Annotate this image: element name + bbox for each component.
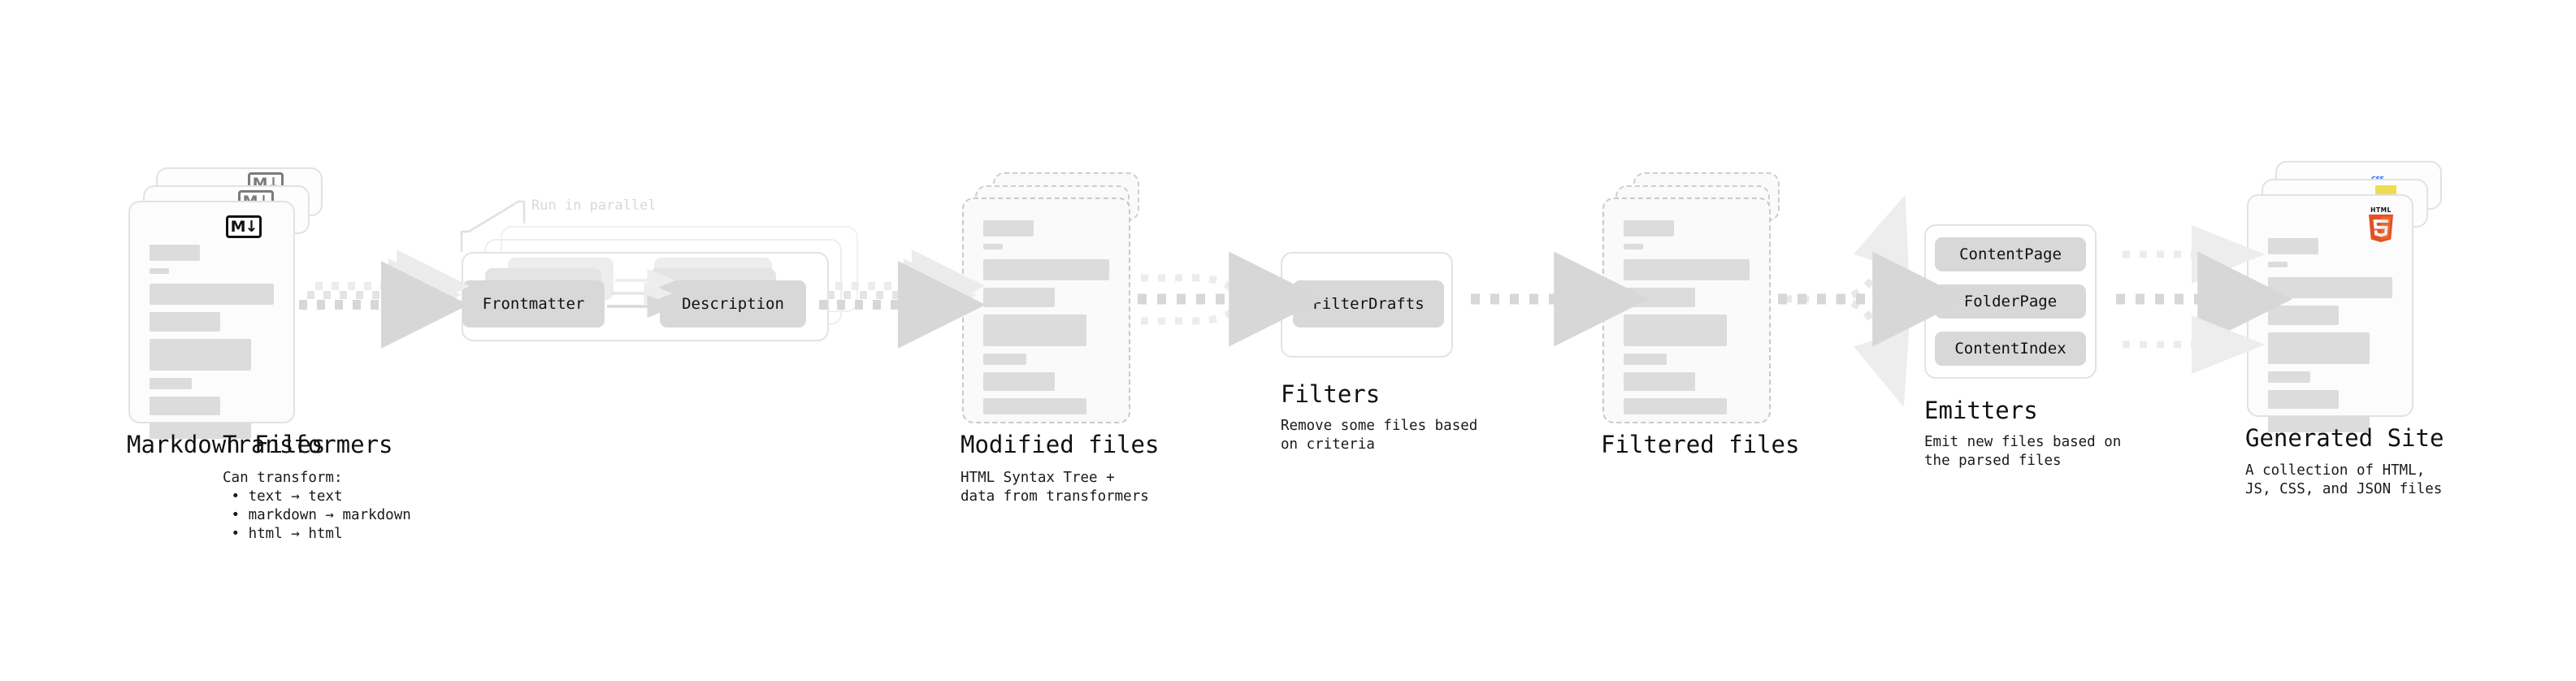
stage-subtitle-modified-files: HTML Syntax Tree + data from transformer… <box>961 470 1149 505</box>
stage-subtitle-generated-site: A collection of HTML, JS, CSS, and JSON … <box>2245 462 2443 497</box>
generated-site-card: HTML <box>2247 194 2413 432</box>
stage-title-generated-site: Generated Site <box>2245 424 2444 452</box>
emitter-item-folderpage[interactable]: FolderPage <box>1935 284 2086 319</box>
markdown-file-card: M↓ <box>128 201 295 439</box>
stage-subtitle-emitters: Emit new files based on the parsed files <box>1924 434 2122 469</box>
stage-title-filters: Filters <box>1281 380 1381 408</box>
emitter-item-label: FolderPage <box>1963 293 2058 310</box>
run-in-parallel-label: Run in parallel <box>531 197 657 214</box>
transformer-item-label: Frontmatter <box>482 295 585 313</box>
filter-item-filterdrafts[interactable]: FilterDrafts <box>1293 280 1444 327</box>
arrow-emitters-to-generated <box>2116 225 2293 374</box>
filtered-file-card <box>1602 197 1771 423</box>
skeleton-bars <box>983 220 1109 422</box>
arrow-markdown-to-transformers <box>299 249 470 349</box>
stage-subtitle-transformers: Can transform: • text → text • markdown … <box>223 470 411 542</box>
emitter-item-label: ContentIndex <box>1954 340 2066 358</box>
transformer-item-label: Description <box>682 295 784 313</box>
stage-subtitle-filters: Remove some files based on criteria <box>1281 418 1478 453</box>
skeleton-bars <box>150 245 274 446</box>
stage-title-filtered-files: Filtered files <box>1601 431 1800 458</box>
arrow-modified-to-filters <box>1138 251 1325 347</box>
modified-file-card <box>962 197 1130 423</box>
skeleton-bars <box>2268 238 2392 440</box>
emitter-item-label: ContentPage <box>1959 245 2062 263</box>
transformer-item-description[interactable]: Description <box>660 280 806 327</box>
stage-title-emitters: Emitters <box>1924 397 2038 424</box>
emitter-item-contentpage[interactable]: ContentPage <box>1935 237 2086 271</box>
html5-icon: HTML <box>2367 207 2395 242</box>
emitter-item-contentindex[interactable]: ContentIndex <box>1935 332 2086 366</box>
stage-title-modified-files: Modified files <box>961 431 1160 458</box>
skeleton-bars <box>1624 220 1750 422</box>
markdown-icon: M↓ <box>226 215 262 238</box>
arrow-filtered-to-emitters <box>1778 194 1968 408</box>
filter-item-label: FilterDrafts <box>1312 295 1425 313</box>
transformer-item-frontmatter[interactable]: Frontmatter <box>462 280 605 327</box>
stage-title-markdown-files: Markdown Files <box>127 431 326 458</box>
stage-title-transformers: Transformers <box>223 431 393 458</box>
